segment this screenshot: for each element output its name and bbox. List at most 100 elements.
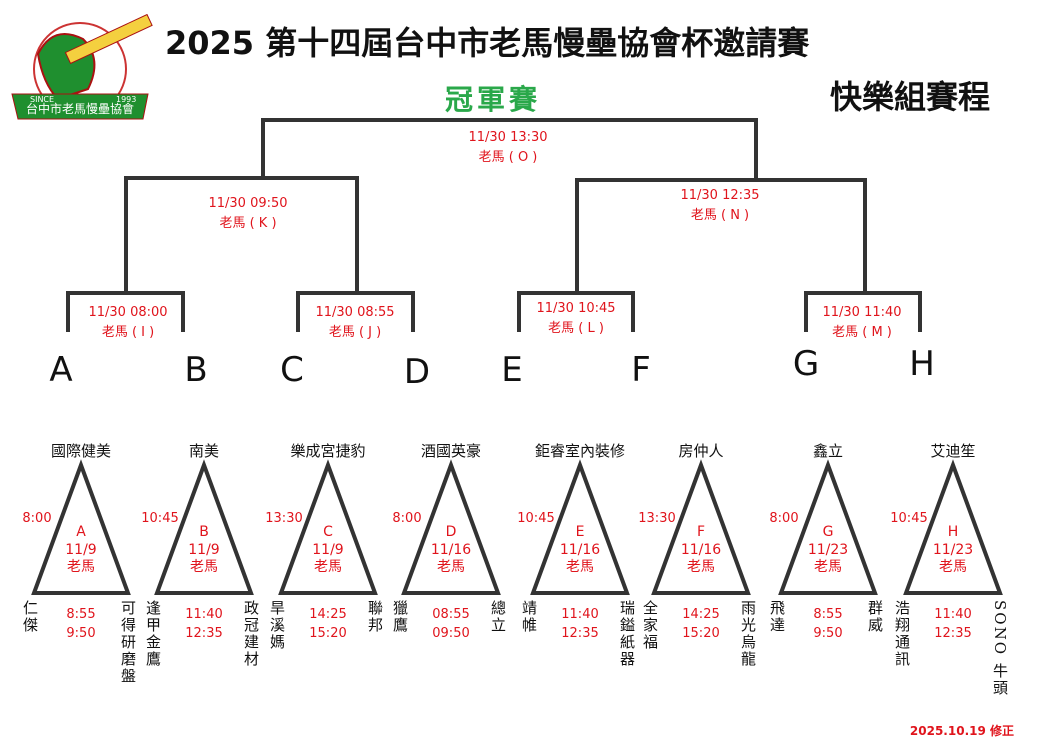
- group-triangle: [278, 459, 378, 595]
- group-time-3: 9:50: [66, 626, 96, 641]
- svg-text:台中市老馬慢壘協會: 台中市老馬慢壘協會: [26, 101, 134, 116]
- group-team-right: 群威: [866, 600, 884, 634]
- quarter-venue: 老馬 ( L ): [548, 321, 604, 336]
- group-venue: 老馬: [190, 559, 218, 575]
- seed-f: F: [631, 350, 651, 390]
- group-team-right: SONO 牛頭: [991, 600, 1009, 697]
- quarter-time: 11/30 10:45: [536, 301, 616, 316]
- seed-c: C: [280, 350, 304, 390]
- quarter-j-line: [296, 291, 415, 332]
- group-start-time: 8:00: [392, 511, 422, 526]
- group-letter: E: [575, 524, 585, 540]
- group-team-left: 獵鷹: [391, 600, 409, 634]
- quarter-venue: 老馬 ( J ): [328, 325, 382, 340]
- group-time-2: 8:55: [813, 607, 843, 622]
- quarter-time: 11/30 08:55: [315, 305, 395, 320]
- group-start-time: 10:45: [141, 511, 179, 526]
- group-venue: 老馬: [314, 559, 342, 575]
- group-host-team: 鉅睿室內裝修: [534, 442, 626, 460]
- group-host-team: 酒國英豪: [420, 442, 482, 460]
- group-start-time: 13:30: [265, 511, 303, 526]
- group-time-2: 08:55: [432, 607, 470, 622]
- group-time-2: 14:25: [682, 607, 720, 622]
- quarter-venue: 老馬 ( I ): [101, 325, 155, 340]
- group-team-right: 聯邦: [366, 600, 384, 634]
- seed-b: B: [184, 350, 208, 390]
- svg-text:SINCE: SINCE: [30, 95, 54, 104]
- final-label: 冠軍賽: [445, 83, 542, 116]
- final-time: 11/30 13:30: [468, 130, 548, 145]
- group-triangle: [31, 459, 131, 595]
- group-team-left: 全家福: [641, 600, 659, 651]
- group-triangle: [651, 459, 751, 595]
- group-triangle: [530, 459, 630, 595]
- group-start-time: 10:45: [890, 511, 928, 526]
- final-line: [261, 118, 758, 180]
- association-logo: 台中市老馬慢壘協會 SINCE 1993: [8, 13, 153, 130]
- semi-venue: 老馬 ( N ): [690, 208, 750, 223]
- group-venue: 老馬: [939, 559, 967, 575]
- group-host-team: 樂成宮捷豹: [290, 442, 366, 460]
- group-time-3: 9:50: [813, 626, 843, 641]
- group-date: 11/23: [932, 542, 974, 558]
- group-team-left: 逢甲金鷹: [144, 600, 162, 668]
- group-host-team: 國際健美: [50, 442, 112, 460]
- page-subtitle: 快樂組賽程: [830, 78, 991, 116]
- semi-time: 11/30 12:35: [680, 188, 760, 203]
- group-letter: G: [822, 524, 834, 540]
- group-time-3: 12:35: [185, 626, 223, 641]
- group-team-right: 雨光烏龍: [739, 600, 757, 668]
- quarter-venue: 老馬 ( M ): [832, 325, 892, 340]
- group-date: 11/16: [559, 542, 601, 558]
- seed-e: E: [501, 350, 523, 390]
- group-team-left: 浩翔通訊: [893, 600, 911, 668]
- group-time-3: 15:20: [309, 626, 347, 641]
- group-venue: 老馬: [566, 559, 594, 575]
- group-host-team: 艾迪笙: [930, 442, 976, 460]
- svg-text:1993: 1993: [116, 95, 136, 104]
- group-venue: 老馬: [437, 559, 465, 575]
- group-venue: 老馬: [687, 559, 715, 575]
- group-host-team: 南美: [188, 442, 220, 460]
- group-team-left: 靖帷: [520, 600, 538, 634]
- semi-venue: 老馬 ( K ): [219, 216, 277, 231]
- seed-g: G: [792, 344, 820, 384]
- group-date: 11/9: [188, 542, 220, 558]
- group-team-right: 總立: [489, 600, 507, 634]
- group-host-team: 鑫立: [812, 442, 844, 460]
- quarter-l-line: [517, 291, 635, 332]
- quarter-time: 11/30 11:40: [822, 305, 902, 320]
- quarter-time: 11/30 08:00: [88, 305, 168, 320]
- seed-a: A: [49, 350, 73, 390]
- group-date: 11/16: [430, 542, 472, 558]
- group-team-right: 瑞鎰紙器: [618, 600, 636, 668]
- group-team-left: 飛達: [768, 600, 786, 634]
- group-triangle: [401, 459, 501, 595]
- group-start-time: 13:30: [638, 511, 676, 526]
- semi-time: 11/30 09:50: [208, 196, 288, 211]
- group-time-3: 09:50: [432, 626, 470, 641]
- group-start-time: 10:45: [517, 511, 555, 526]
- group-letter: C: [323, 524, 333, 540]
- group-triangle: [903, 459, 1003, 595]
- quarter-m-line: [804, 291, 922, 332]
- group-team-right: 可得研磨盤: [119, 600, 137, 685]
- group-start-time: 8:00: [769, 511, 799, 526]
- seed-h: H: [909, 344, 935, 384]
- group-team-right: 政冠建材: [242, 600, 260, 668]
- group-time-2: 8:55: [66, 607, 96, 622]
- page-title: 2025 第十四屆台中市老馬慢壘協會杯邀請賽: [165, 24, 810, 62]
- group-letter: B: [199, 524, 209, 540]
- group-venue: 老馬: [814, 559, 842, 575]
- group-team-left: 旱溪媽: [268, 600, 286, 651]
- group-date: 11/16: [680, 542, 722, 558]
- group-date: 11/9: [65, 542, 97, 558]
- group-time-3: 12:35: [934, 626, 972, 641]
- group-time-3: 12:35: [561, 626, 599, 641]
- semi-left-line: [124, 176, 359, 293]
- group-time-2: 14:25: [309, 607, 347, 622]
- semi-right-line: [575, 178, 867, 293]
- group-host-team: 房仲人: [678, 442, 724, 460]
